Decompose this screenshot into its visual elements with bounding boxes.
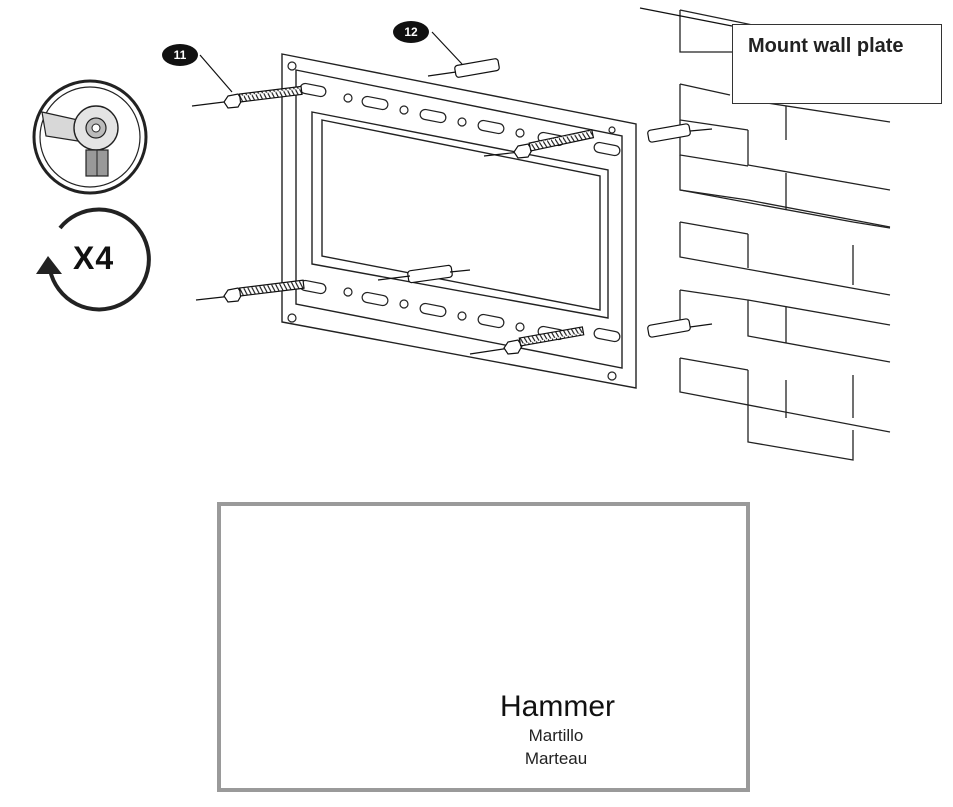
hammer-instruction-panel	[217, 502, 750, 792]
part-badge-anchor-top: 12	[393, 21, 429, 43]
concrete-wall-label-bottom: Concrete Wall	[340, 657, 433, 673]
step-title-box: Mount wall plate	[732, 24, 942, 104]
socket-wrench-icon	[32, 79, 148, 195]
repeat-count: X4	[73, 240, 115, 276]
step-title: Mount wall plate	[748, 35, 904, 57]
plate-slots	[287, 61, 621, 381]
lag-screw	[191, 85, 595, 355]
concrete-wall-label-top: Concrete Wall	[278, 516, 371, 532]
rotate-arrow-icon	[36, 207, 151, 312]
tool-name-es: Martillo	[528, 726, 584, 745]
wall-anchor	[377, 58, 713, 338]
tool-name-fr: Marteau	[524, 749, 588, 768]
part-badge-screw: 11	[162, 44, 198, 66]
wall-plate	[281, 53, 637, 389]
brick-wall	[679, 9, 894, 461]
tool-name: Hammer	[500, 690, 616, 723]
